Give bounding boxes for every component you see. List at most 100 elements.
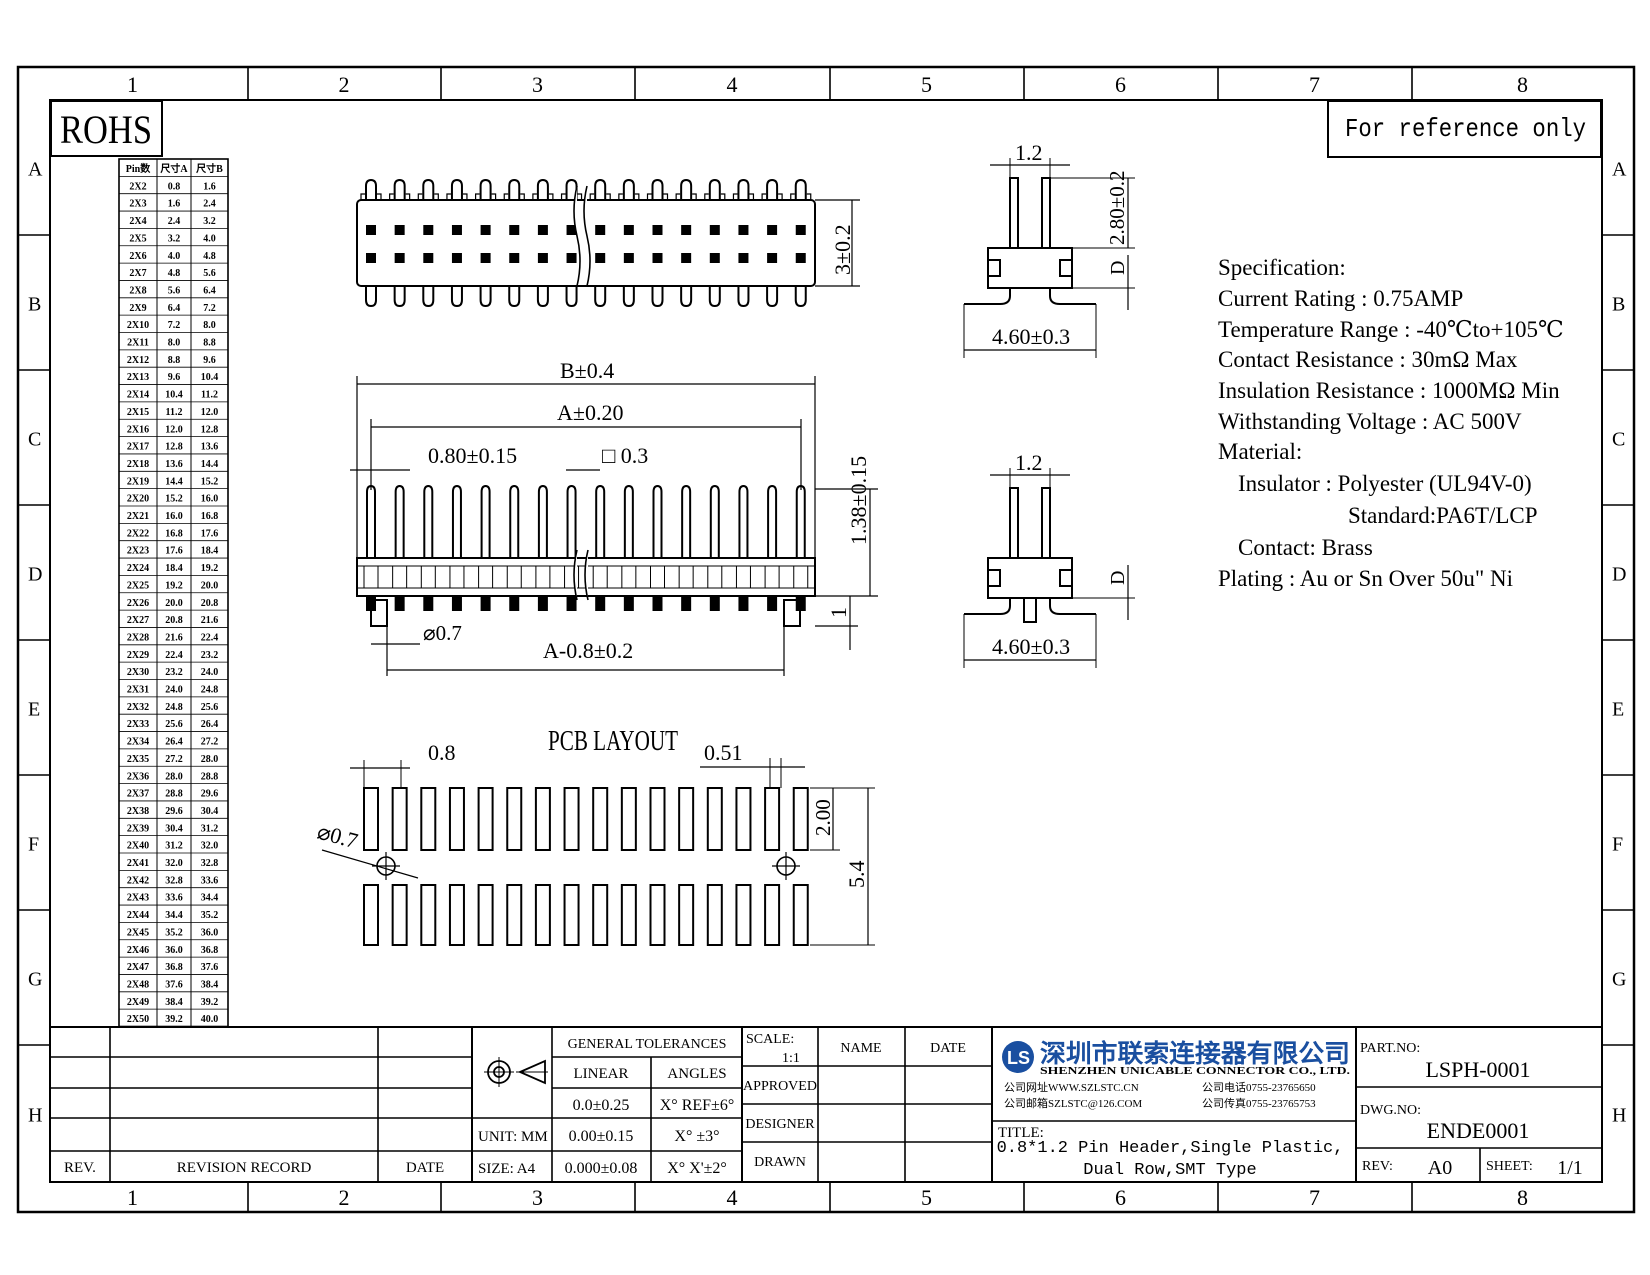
pin-table-cell: 2X12 (127, 355, 149, 366)
dim-square: □ 0.3 (602, 443, 648, 468)
pin-table-cell: 8.0 (168, 338, 181, 349)
pin-table-cell: 2.4 (203, 199, 216, 210)
drawing-number: ENDE0001 (1427, 1118, 1530, 1143)
pin-table-cell: 27.2 (165, 754, 183, 765)
pin-table-cell: 32.0 (165, 858, 183, 869)
pin-table-cell: 2X19 (127, 476, 149, 487)
pcb-title: PCB LAYOUT (548, 726, 678, 757)
pin-table-cell: 2X49 (127, 997, 149, 1008)
pin-table-cell: 2X6 (129, 251, 146, 262)
pin-table-cell: 0.8 (168, 181, 181, 192)
pin-table-cell: 20.8 (201, 598, 219, 609)
general-tolerances-label: GENERAL TOLERANCES (568, 1037, 727, 1052)
pin-table-cell: 2X3 (129, 199, 146, 210)
pin-table-cell: 38.4 (201, 979, 219, 990)
pin-table-cell: 28.0 (201, 754, 219, 765)
rohs-box: ROHS (50, 100, 163, 157)
angle-tolerance-2: X° ±3° (674, 1128, 719, 1145)
column-label: 5 (921, 1185, 932, 1210)
pin-table-cell: 2X22 (127, 528, 149, 539)
row-label: D (1612, 564, 1626, 586)
sheet-value: 1/1 (1557, 1157, 1583, 1179)
rev-label: REV. (64, 1160, 96, 1176)
pin-table-cell: 2X24 (127, 563, 149, 574)
pin-table-cell: 33.6 (201, 875, 219, 886)
unit-label: UNIT: MM (478, 1129, 548, 1145)
pin-table-cell: 16.8 (201, 511, 219, 522)
pin-table-cell: 34.4 (201, 893, 219, 904)
size-label: SIZE: A4 (478, 1161, 536, 1177)
pin-table-cell: 28.0 (165, 771, 183, 782)
column-label: 3 (532, 1185, 543, 1210)
column-label: 4 (727, 72, 738, 97)
pin-table-cell: 22.4 (201, 632, 219, 643)
pin-table-cell: 20.0 (165, 598, 183, 609)
pin-table-cell: 39.2 (165, 1014, 183, 1025)
pin-table-cell: 2X25 (127, 580, 149, 591)
pin-table-cell: 2X11 (127, 338, 149, 349)
pin-table-cell: 2X7 (129, 268, 146, 279)
row-label: F (28, 834, 39, 856)
pin-table-cell: 21.6 (201, 615, 219, 626)
pin-table-cell: 12.8 (165, 442, 183, 453)
pin-table-cell: 26.4 (201, 719, 219, 730)
projection-symbol-icon (484, 1057, 548, 1087)
row-label: C (28, 429, 41, 451)
dim-pitch: 0.80±0.15 (428, 443, 517, 468)
pcb-layout (321, 758, 875, 946)
column-label: 8 (1517, 72, 1528, 97)
pin-table-cell: 2X9 (129, 303, 146, 314)
pin-table-cell: 2X8 (129, 285, 146, 296)
pin-table-cell: 2X35 (127, 754, 149, 765)
pin-table-cell: 21.6 (165, 632, 183, 643)
drawing-number-label: DWG.NO: (1360, 1103, 1421, 1118)
column-label: 7 (1309, 1185, 1320, 1210)
pin-table-cell: 3.2 (203, 216, 216, 227)
column-label: 2 (339, 72, 350, 97)
pcb-pad-width: 0.51 (704, 740, 743, 765)
dim-side-d: D (1107, 261, 1129, 275)
pin-table-cell: 34.4 (165, 910, 183, 921)
row-label: G (1612, 969, 1626, 991)
pin-table-cell: 7.2 (168, 320, 181, 331)
pin-table-cell: 20.8 (165, 615, 183, 626)
pin-table-cell: 2X45 (127, 927, 149, 938)
dim-post-dia: ⌀0.7 (423, 621, 462, 645)
pin-table-cell: 2X26 (127, 598, 149, 609)
pin-table-cell: 39.2 (201, 997, 219, 1008)
pin-table-cell: 2X10 (127, 320, 149, 331)
dim-top-height: 3±0.2 (830, 224, 855, 275)
spec-line: Temperature Range : -40℃to+105℃ (1218, 317, 1564, 342)
pin-table-cell: 12.0 (201, 407, 219, 418)
part-number-label: PART.NO: (1360, 1041, 1420, 1056)
sheet-label: SHEET: (1486, 1159, 1533, 1174)
pin-table-cell: 23.2 (165, 667, 183, 678)
pin-table-cell: 2X27 (127, 615, 149, 626)
dim-side2-foot: 4.60±0.3 (992, 634, 1070, 659)
linear-tolerance-1: 0.0±0.25 (573, 1097, 630, 1114)
dim-post-height: 1 (826, 607, 851, 618)
pin-table-cell: 11.2 (201, 390, 218, 401)
pin-table-cell: 3.2 (168, 233, 181, 244)
pin-table-cell: 35.2 (201, 910, 219, 921)
linear-label: LINEAR (574, 1066, 629, 1082)
pin-table-cell: 2X5 (129, 233, 146, 244)
row-label: B (1612, 294, 1625, 316)
pin-table-cell: 24.8 (201, 685, 219, 696)
column-label: 2 (339, 1185, 350, 1210)
revision-date-label: DATE (406, 1160, 444, 1176)
pin-table-cell: 25.6 (165, 719, 183, 730)
front-dimensions (350, 376, 878, 676)
title-label: TITLE: (998, 1125, 1044, 1141)
pin-table-cell: 12.0 (165, 424, 183, 435)
drawn-label: DRAWN (754, 1155, 806, 1170)
column-label: 6 (1115, 72, 1126, 97)
pin-table-cell: 23.2 (201, 650, 219, 661)
pin-table-cell: 2X18 (127, 459, 149, 470)
reference-box: For reference only (1327, 100, 1602, 158)
angle-tolerance-3: X° X'±2° (667, 1160, 727, 1177)
